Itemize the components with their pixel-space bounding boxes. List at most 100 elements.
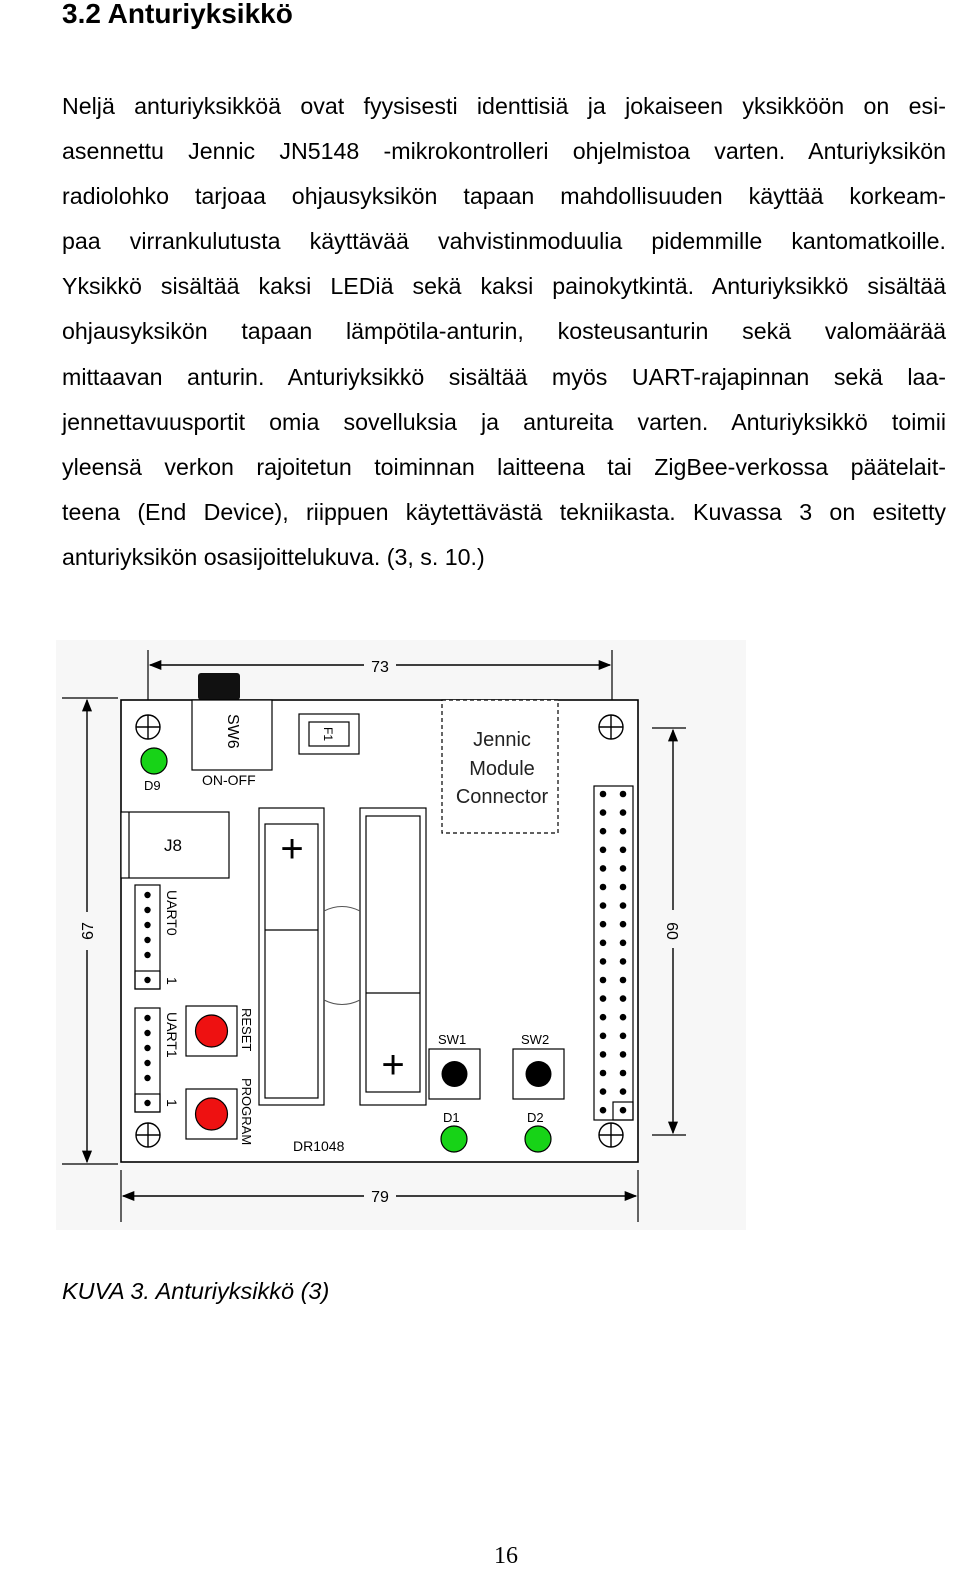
paragraph-line: mittaavan anturin. Anturiyksikkö sisältä… bbox=[62, 363, 946, 390]
battery2-plus-sign: + bbox=[381, 1043, 404, 1087]
jennic-label-line1: Jennic bbox=[473, 729, 531, 751]
dimension-top: 73 bbox=[147, 650, 613, 702]
d1-label: D1 bbox=[443, 1110, 460, 1125]
power-switch-sw6: SW6 ON-OFF bbox=[191, 673, 273, 788]
mounting-hole bbox=[135, 714, 161, 740]
paragraph-line: ohjausyksikön tapaan lämpötila-anturin, … bbox=[62, 318, 946, 345]
uart0-header: UART0 1 bbox=[134, 884, 180, 990]
uart1-pin1-label: 1 bbox=[164, 1099, 180, 1107]
header-pin bbox=[599, 846, 607, 854]
jennic-module-connector: Jennic Module Connector bbox=[441, 699, 559, 834]
arc-upper bbox=[323, 906, 361, 912]
led-d9-lamp bbox=[140, 747, 168, 775]
paragraph-line: yleensä verkon rajoitetun toiminnan lait… bbox=[62, 453, 946, 480]
header-pin bbox=[619, 827, 627, 835]
uart1-header: UART1 1 bbox=[134, 1007, 180, 1113]
header-pin bbox=[599, 902, 607, 909]
reset-label: RESET bbox=[239, 1008, 254, 1051]
dimension-bottom: 79 bbox=[120, 1170, 639, 1222]
battery1-plus-sign: + bbox=[280, 827, 303, 871]
header-pin bbox=[599, 1106, 607, 1114]
header-pin bbox=[619, 939, 627, 947]
header-pin bbox=[619, 1032, 627, 1040]
body-paragraph: Neljä anturiyksikköä ovat fyysisesti ide… bbox=[62, 84, 946, 580]
on-off-label: ON-OFF bbox=[202, 772, 256, 788]
header-pin bbox=[619, 976, 627, 984]
dimension-left-label: 67 bbox=[80, 922, 97, 940]
header-pin bbox=[599, 958, 607, 965]
j8-label: J8 bbox=[164, 836, 182, 855]
header-pin bbox=[599, 1032, 607, 1040]
led-d9: D9 bbox=[140, 747, 168, 793]
dimension-right-label: 60 bbox=[663, 922, 680, 940]
switch-sw2: SW2 bbox=[512, 1032, 565, 1100]
section-heading: 3.2 Anturiyksikkö bbox=[62, 0, 293, 29]
header-pin bbox=[619, 846, 627, 854]
header-pin bbox=[599, 865, 607, 872]
dimension-bottom-label: 79 bbox=[371, 1189, 389, 1206]
battery-holder-1: + bbox=[258, 807, 325, 1106]
header-pin bbox=[619, 809, 627, 816]
paragraph-line: Yksikkö sisältää kaksi LEDiä sekä kaksi … bbox=[62, 273, 946, 300]
switch-sw1: SW1 bbox=[428, 1032, 481, 1100]
reset-button: RESET bbox=[185, 1005, 254, 1057]
header-pin bbox=[619, 1051, 627, 1058]
header-pin bbox=[599, 939, 607, 947]
header-pin bbox=[599, 920, 607, 928]
sw1-label: SW1 bbox=[438, 1032, 466, 1047]
battery-holder-2: + bbox=[359, 807, 427, 1106]
mounting-holes bbox=[135, 714, 624, 1148]
led-d2: D2 bbox=[524, 1110, 552, 1153]
arc-lower bbox=[323, 999, 361, 1005]
mounting-hole bbox=[598, 1122, 624, 1148]
sw2-label: SW2 bbox=[521, 1032, 549, 1047]
header-pin bbox=[599, 995, 607, 1002]
header-pin bbox=[619, 995, 627, 1002]
paragraph-line: anturiyksikön osasijoittelukuva. (3, s. … bbox=[62, 543, 485, 570]
dimension-right: 60 bbox=[652, 727, 686, 1136]
header-pin bbox=[599, 1069, 607, 1077]
mounting-hole bbox=[135, 1122, 161, 1148]
board-id-label: DR1048 bbox=[293, 1138, 345, 1154]
header-pin bbox=[619, 1088, 627, 1095]
figure-caption: KUVA 3. Anturiyksikkö (3) bbox=[62, 1278, 330, 1304]
header-pin bbox=[599, 1088, 607, 1095]
uart0-label: UART0 bbox=[164, 890, 180, 936]
page-number: 16 bbox=[494, 1543, 518, 1569]
led-d1-lamp bbox=[440, 1125, 468, 1153]
header-pin bbox=[599, 790, 607, 798]
paragraph-line: asennettu Jennic JN5148 -mikrokontroller… bbox=[62, 138, 946, 165]
sw2-cap bbox=[525, 1061, 552, 1087]
header-pin bbox=[619, 958, 627, 965]
board-layout-figure: 73 67 60 79 SW6 ON-OFF bbox=[56, 640, 746, 1230]
header-pin bbox=[619, 865, 627, 872]
paragraph-line: paa virrankulutusta käyttävää vahvistinm… bbox=[62, 228, 946, 255]
header-pin bbox=[599, 883, 607, 891]
mounting-hole bbox=[598, 714, 624, 740]
sw6-label: SW6 bbox=[224, 714, 241, 749]
jennic-label-line3: Connector bbox=[456, 786, 549, 808]
program-button: PROGRAM bbox=[185, 1078, 254, 1145]
sw1-cap bbox=[441, 1061, 468, 1087]
jennic-label-line2: Module bbox=[469, 758, 535, 780]
dimension-left: 67 bbox=[62, 697, 118, 1165]
program-button-cap bbox=[194, 1097, 229, 1131]
reset-button-cap bbox=[194, 1014, 229, 1048]
board-layout-drawing: 73 67 60 79 SW6 ON-OFF bbox=[56, 640, 746, 1230]
dimension-top-label: 73 bbox=[371, 659, 389, 676]
header-pin bbox=[619, 1069, 627, 1077]
program-label: PROGRAM bbox=[239, 1078, 254, 1145]
header-pin bbox=[619, 1106, 627, 1114]
expansion-header bbox=[593, 785, 634, 1121]
fuse-f1: F1 bbox=[298, 713, 360, 755]
fuse-label: F1 bbox=[321, 727, 335, 741]
expansion-header-pins bbox=[599, 790, 627, 1114]
header-pin bbox=[599, 1013, 607, 1021]
header-pin bbox=[619, 1013, 627, 1021]
led-d2-lamp bbox=[524, 1125, 552, 1153]
paragraph-line: jennettavuusportit omia sovelluksia ja a… bbox=[62, 408, 946, 435]
header-pin bbox=[619, 790, 627, 798]
paragraph-line: Neljä anturiyksikköä ovat fyysisesti ide… bbox=[62, 93, 946, 119]
header-pin bbox=[619, 902, 627, 909]
led-d1: D1 bbox=[440, 1110, 468, 1153]
